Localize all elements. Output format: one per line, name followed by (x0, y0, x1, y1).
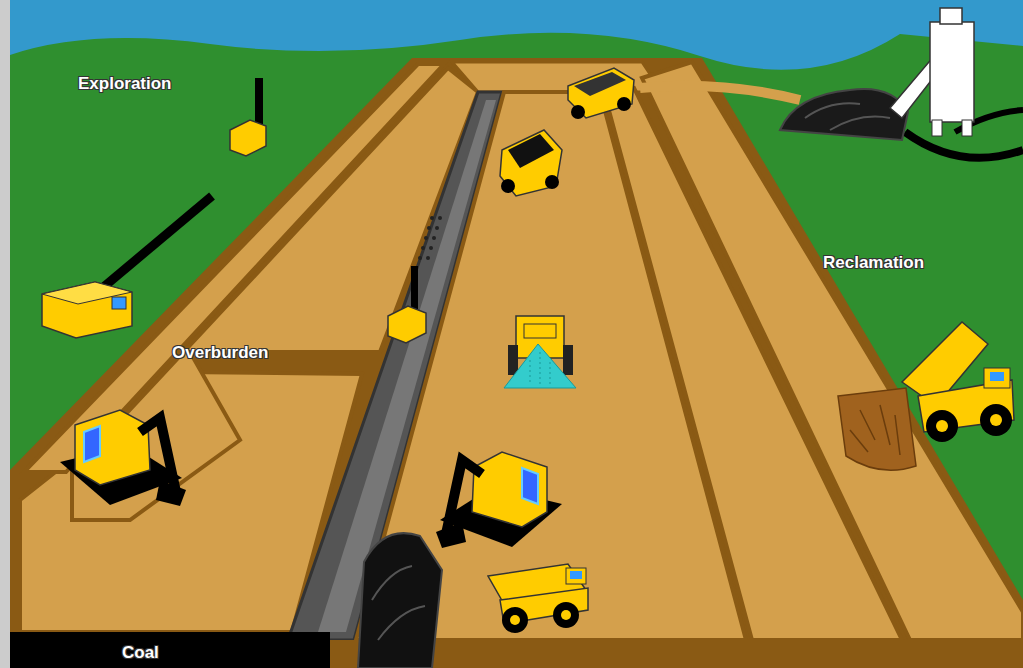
drill-body (388, 306, 426, 343)
excavator (436, 452, 562, 548)
truck-wheel (617, 97, 631, 111)
coal-pile (358, 533, 442, 668)
coal-stockpile (780, 89, 908, 140)
soil-shading (850, 405, 900, 455)
excavator-body (472, 452, 547, 527)
dump-truck (488, 564, 588, 633)
truck-wheel (501, 179, 515, 193)
open-pit (10, 58, 1023, 668)
excavator-arm (140, 418, 176, 492)
excavator-body (75, 410, 150, 485)
coal-heap (358, 533, 442, 668)
area-label: Exploration (78, 74, 172, 94)
dozer-track (563, 345, 573, 375)
truck-wheel (545, 175, 559, 189)
dragline (42, 196, 212, 338)
truck-wheel (502, 607, 528, 633)
drill-hole (421, 246, 425, 250)
truck-cab (984, 368, 1010, 388)
rig-body (230, 120, 266, 156)
excavator-bucket (156, 480, 186, 506)
truck-cab (566, 568, 586, 584)
truck-load (574, 72, 626, 96)
truck-body (568, 68, 634, 118)
drill-hole (432, 236, 436, 240)
blast-drill (388, 266, 426, 343)
silo-leg (962, 120, 972, 136)
coal-layer (10, 632, 330, 668)
stockpile-shading (805, 103, 890, 130)
reclamation-truck (838, 322, 1014, 470)
drill-holes (418, 216, 442, 260)
coal-load (508, 134, 554, 168)
excavator (60, 410, 186, 506)
truck-window (990, 372, 1004, 381)
drill-hole (424, 236, 428, 240)
wheel-hub (936, 420, 948, 432)
excavator-window (522, 468, 538, 504)
drill-hole (429, 246, 433, 250)
dozer (504, 316, 576, 388)
excavator-bucket (436, 522, 466, 548)
area-label: Overburden (172, 343, 268, 363)
excavator-arm (446, 460, 482, 534)
silo (930, 22, 974, 122)
truck-body (500, 130, 562, 196)
pile-shading (530, 352, 550, 385)
wheel-hub (990, 414, 1002, 426)
exploration-rig (230, 78, 266, 156)
excavator-window (84, 426, 100, 462)
drill-hole (418, 256, 422, 260)
drill-hole (438, 216, 442, 220)
haul-road (640, 86, 800, 100)
drill-hole (426, 256, 430, 260)
pit-wall (10, 58, 1023, 668)
ground (10, 33, 1023, 668)
area-label: Coal (122, 643, 159, 663)
material-pile (504, 344, 576, 388)
dragline-window (112, 297, 126, 309)
drill-hole (435, 226, 439, 230)
dozer-track (508, 345, 518, 375)
processing-area (640, 8, 1023, 158)
haul-truck (568, 68, 634, 119)
dragline-boom (100, 196, 212, 290)
soil-pile (838, 388, 916, 470)
truck-wheel (571, 105, 585, 119)
truck-wheel (980, 404, 1012, 436)
wheel-hub (561, 610, 571, 620)
truck-wheel (926, 410, 958, 442)
area-label: Reclamation (823, 253, 924, 273)
dozer-cab (524, 324, 556, 338)
drill-hole (427, 226, 431, 230)
wheel-hub (510, 615, 520, 625)
silo-leg (932, 120, 942, 136)
coal-truck (500, 130, 562, 196)
truck-wheel (553, 602, 579, 628)
coal-shading (372, 566, 425, 640)
silo-head (940, 8, 962, 24)
right-outer-bench (642, 62, 1023, 640)
drill-hole (430, 216, 434, 220)
dragline-body (42, 282, 132, 338)
truck-window (570, 571, 582, 579)
